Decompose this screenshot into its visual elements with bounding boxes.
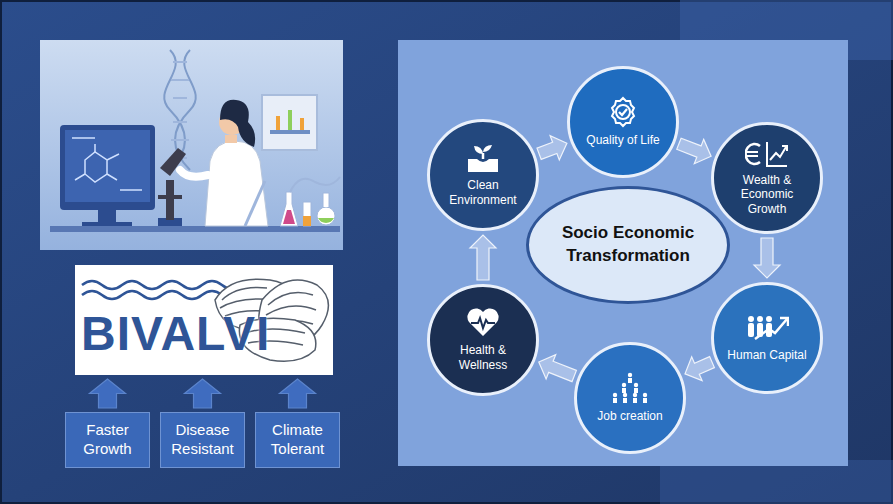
trait-box: Disease Resistant [160, 412, 245, 468]
icon [610, 372, 650, 404]
impact-circle: Clean Environment [427, 119, 539, 231]
cycle-arrow [677, 138, 711, 164]
node-label: Disease Resistant [165, 421, 240, 459]
node-label: Human Capital [727, 348, 806, 362]
node-label: Clean Environment [442, 178, 524, 207]
icon [745, 140, 789, 168]
cycle-arrow [754, 238, 780, 278]
icon [745, 313, 789, 343]
node-label: Faster Growth [70, 421, 145, 459]
block-arrow [90, 379, 126, 408]
impact-circle: Health & Wellness [427, 284, 539, 396]
node-label: Job creation [597, 409, 662, 423]
impact-circle: Human Capital [711, 282, 823, 394]
trait-box: Faster Growth [65, 412, 150, 468]
impact-circle: Wealth & Economic Growth [711, 122, 823, 234]
icon [466, 143, 500, 173]
icon [466, 308, 500, 338]
logo-box: BIVALVI [75, 265, 333, 375]
node-label: Wealth & Economic Growth [726, 173, 808, 216]
cycle-arrow [470, 235, 496, 280]
block-arrow [185, 379, 221, 408]
cycle-arrow [537, 136, 567, 160]
lab-illustration [40, 40, 343, 250]
node-label: Quality of Life [586, 133, 659, 147]
block-arrow [280, 379, 316, 408]
impact-circle: Quality of Life [567, 66, 679, 178]
cycle-arrow [685, 357, 714, 381]
impact-circle: Job creation [574, 342, 686, 454]
cycle-arrow [539, 355, 577, 382]
logo-text: BIVALVI [81, 306, 270, 361]
icon [607, 96, 639, 128]
node-label: Climate Tolerant [260, 421, 335, 459]
node-label: Socio Economic Transformation [559, 222, 697, 268]
trait-box: Climate Tolerant [255, 412, 340, 468]
center-ellipse: Socio Economic Transformation [526, 186, 730, 304]
node-label: Health & Wellness [442, 343, 524, 372]
